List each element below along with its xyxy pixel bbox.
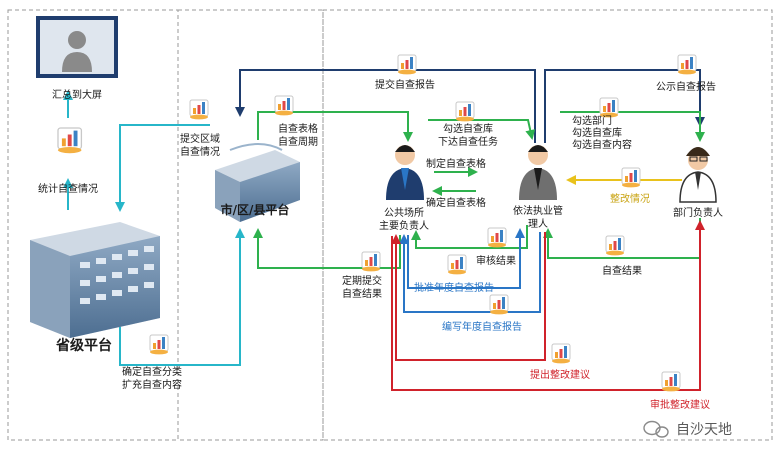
arrow-periodic-submit bbox=[253, 228, 401, 269]
label-submit-report: 提交自查报告 bbox=[375, 78, 435, 91]
city-section bbox=[177, 9, 324, 441]
screen-monitor-icon bbox=[36, 16, 118, 78]
label-select-lib-2: 下达自查任务 bbox=[438, 135, 498, 148]
approve-doc-icon bbox=[447, 254, 467, 275]
arrow-select-lib bbox=[428, 119, 536, 140]
publish-doc-icon bbox=[677, 54, 697, 75]
label-stats: 统计自查情况 bbox=[38, 182, 98, 195]
section-frames bbox=[7, 9, 773, 441]
label-select-lib-1: 勾选自查库 bbox=[443, 122, 493, 135]
label-enforcement-1: 依法执业管 bbox=[513, 204, 563, 217]
label-periodic-2: 自查结果 bbox=[342, 287, 382, 300]
label-select-dept-1: 勾选部门 bbox=[572, 114, 612, 127]
result-doc-icon bbox=[605, 235, 625, 256]
label-propose-rectify: 提出整改建议 bbox=[530, 368, 590, 381]
review-doc-icon bbox=[487, 227, 507, 248]
label-periodic-1: 定期提交 bbox=[342, 274, 382, 287]
label-confirm-category-1: 确定自查分类 bbox=[122, 365, 182, 378]
label-form-1: 自查表格 bbox=[278, 122, 318, 135]
label-public-owner-2: 主要负责人 bbox=[379, 219, 429, 232]
periodic-doc-icon bbox=[361, 251, 381, 272]
label-dept-owner: 部门负责人 bbox=[673, 206, 723, 219]
label-approve-annual: 批准年度自查报告 bbox=[414, 281, 494, 294]
city-building-icon bbox=[215, 143, 300, 222]
label-city-platform: 市/区/县平台 bbox=[221, 202, 290, 217]
arrow-review-result bbox=[411, 225, 528, 249]
enforcement-manager-person-icon bbox=[519, 145, 557, 200]
lib-doc-icon bbox=[455, 101, 475, 122]
report-doc-icon bbox=[397, 54, 417, 75]
label-select-dept-2: 勾选自查库 bbox=[572, 126, 622, 139]
approve-rectify-doc-icon bbox=[661, 371, 681, 392]
arrow-approve-rectify bbox=[391, 220, 705, 391]
department-owner-person-icon bbox=[679, 147, 717, 203]
label-public-owner-1: 公共场所 bbox=[384, 206, 424, 219]
label-form-2: 自查周期 bbox=[278, 135, 318, 148]
label-submit-region-2: 自查情况 bbox=[180, 145, 220, 158]
label-write-annual: 编写年度自查报告 bbox=[442, 320, 522, 333]
arrow-form-cycle bbox=[257, 111, 413, 142]
rectify-doc-icon bbox=[621, 167, 641, 188]
arrow-submit-report bbox=[235, 69, 536, 143]
public-owner-person-icon bbox=[386, 145, 424, 200]
label-review-result: 审核结果 bbox=[476, 254, 516, 267]
label-select-dept-3: 勾选自查内容 bbox=[572, 138, 632, 151]
arrow-publish-report bbox=[544, 69, 705, 143]
label-self-result: 自查结果 bbox=[602, 264, 642, 277]
arrow-confirm-category bbox=[119, 228, 245, 366]
stats-chart-icon bbox=[57, 127, 83, 154]
label-approve-rectify: 审批整改建议 bbox=[650, 398, 710, 411]
label-province: 省级平台 bbox=[55, 337, 112, 354]
label-rectify-status: 整改情况 bbox=[610, 192, 650, 205]
label-confirm-form: 确定自查表格 bbox=[426, 196, 486, 209]
category-doc-icon bbox=[149, 334, 169, 355]
arrow-write-annual bbox=[399, 232, 541, 313]
label-make-form: 制定自查表格 bbox=[426, 157, 486, 170]
label-screen: 汇总到大屏 bbox=[52, 88, 102, 101]
arrow-submit-region bbox=[115, 124, 210, 212]
watermark: 自沙天地 bbox=[643, 420, 732, 438]
arrow-propose-rectify bbox=[391, 232, 546, 361]
region-doc-icon bbox=[189, 99, 209, 120]
venue-section bbox=[322, 9, 773, 441]
province-building-icon bbox=[30, 222, 160, 338]
propose-doc-icon bbox=[551, 343, 571, 364]
label-enforcement-2: 理人 bbox=[528, 218, 548, 230]
dept-doc-icon bbox=[599, 97, 619, 118]
watermark-text: 自沙天地 bbox=[676, 422, 732, 438]
form-doc-icon bbox=[274, 95, 294, 116]
arrow-approve-annual bbox=[407, 228, 525, 289]
write-doc-icon bbox=[489, 294, 509, 315]
label-submit-region-1: 提交区域 bbox=[180, 132, 220, 145]
label-publish-report: 公示自查报告 bbox=[656, 80, 716, 93]
wechat-icon bbox=[643, 420, 669, 438]
label-confirm-category-2: 扩充自查内容 bbox=[122, 378, 182, 391]
